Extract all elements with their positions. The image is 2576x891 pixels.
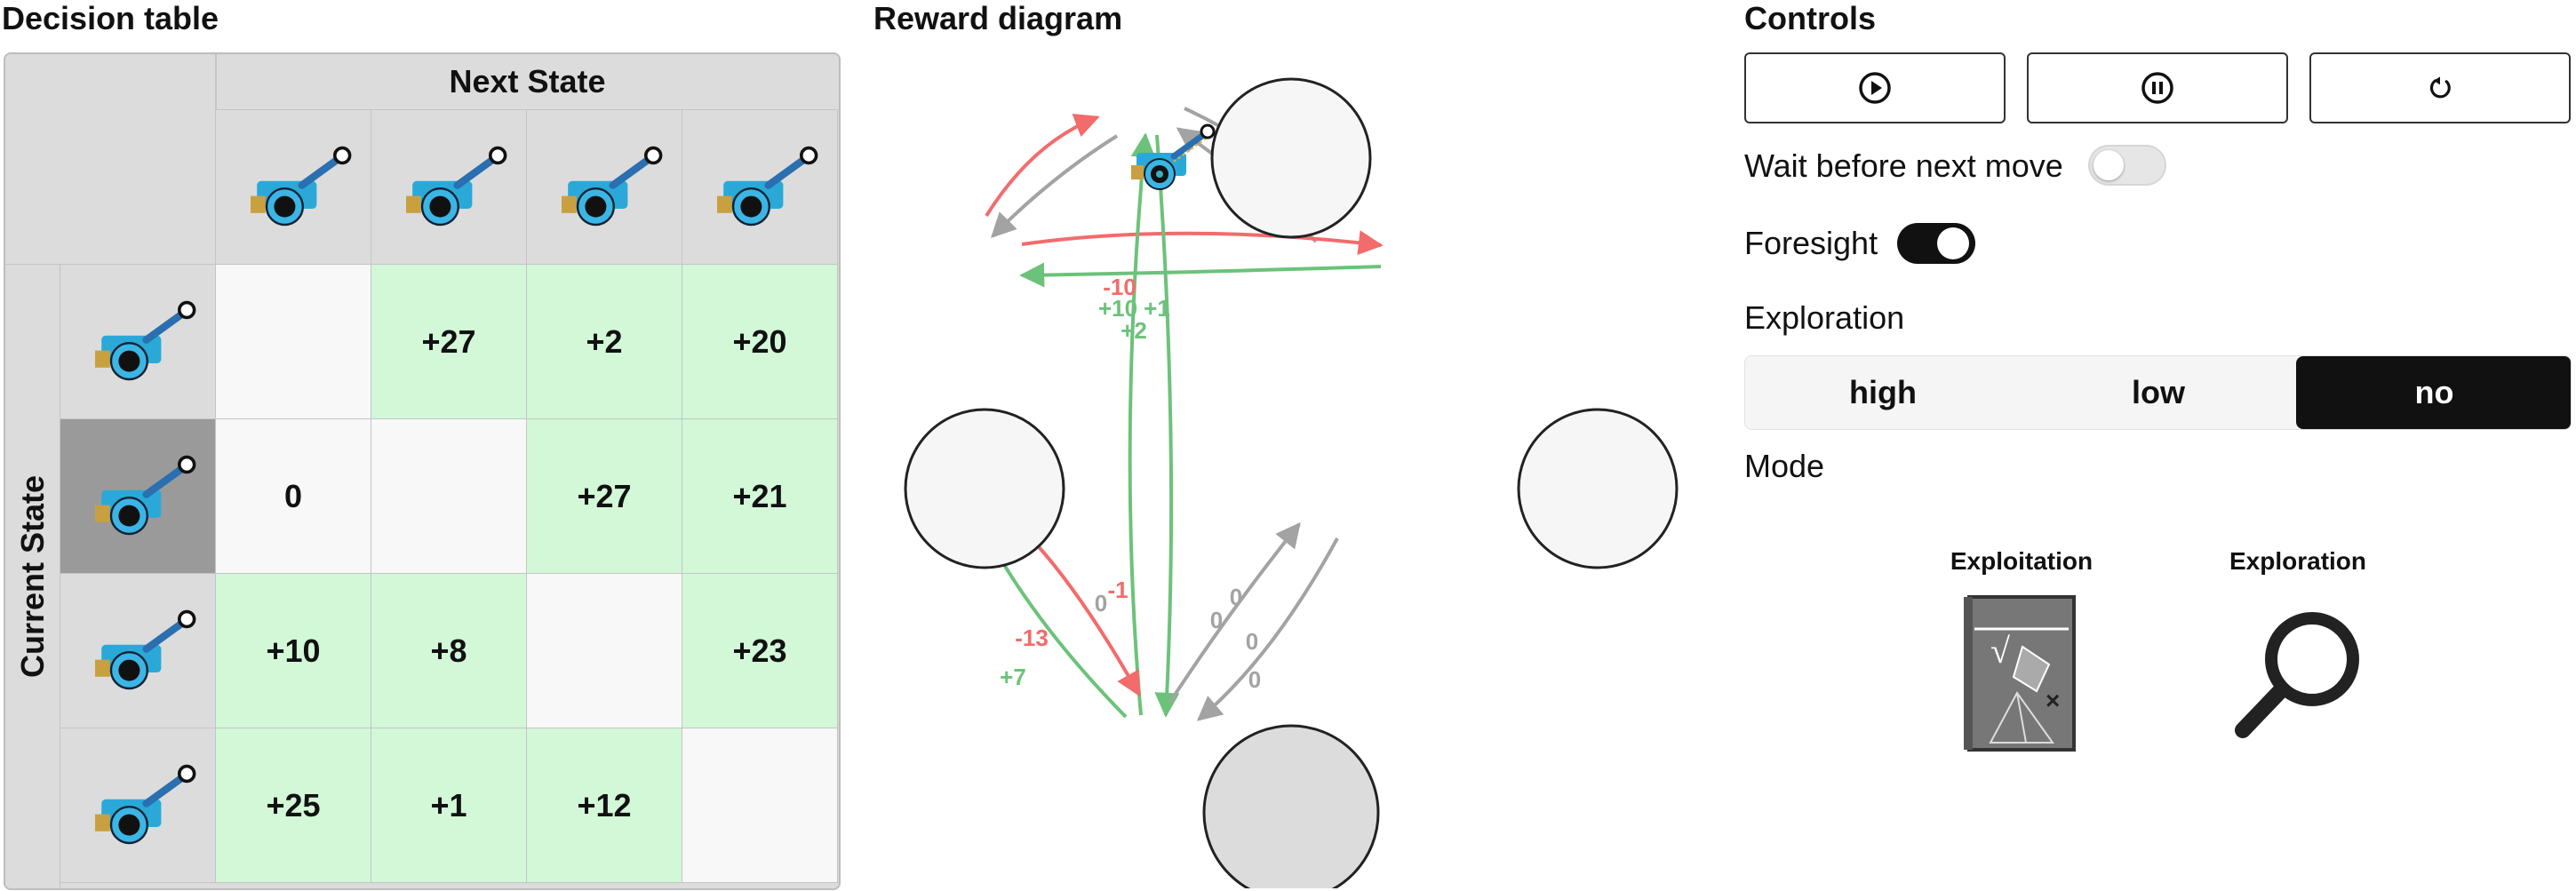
svg-text:√: √ (1990, 631, 2010, 671)
label-top-right-b: 0 (1210, 607, 1223, 633)
reward-cell: +12 (527, 728, 682, 883)
reward-cell: +1 (371, 728, 527, 883)
label-top-bottom-b: +1 (1144, 295, 1170, 322)
current-state-header: Current State (5, 265, 60, 888)
mode-exploitation-caption: Exploitation (1950, 547, 2093, 575)
label-top-left-b: 0 (1095, 590, 1107, 617)
wait-label: Wait before next move (1744, 147, 2063, 184)
foresight-label: Foresight (1744, 225, 1878, 261)
reward-cell: +25 (216, 728, 371, 883)
controls-title: Controls (1744, 0, 1876, 36)
play-button[interactable] (1744, 52, 2006, 123)
svg-text:×: × (2046, 687, 2060, 714)
label-left-right-a: -10 (1103, 274, 1136, 300)
edge-bottom-to-right (1168, 521, 1301, 704)
reward-cell: +2 (527, 265, 682, 419)
edge-top-to-bottom (1154, 134, 1180, 718)
next-state-image-4 (682, 110, 838, 265)
exploration-label: Exploration (1744, 299, 1905, 336)
label-bottom-right-b: 0 (1248, 666, 1261, 693)
edge-left-to-top (985, 113, 1100, 218)
edge-right-to-left (1019, 262, 1382, 288)
corner-cell (5, 54, 216, 265)
current-state-image-3 (60, 574, 216, 728)
pause-button[interactable] (2027, 52, 2288, 123)
edge-left-to-right (1021, 230, 1384, 256)
exploitation-book-icon: √ × (1964, 595, 2076, 752)
mode-label: Mode (1744, 448, 1825, 484)
foresight-toggle-knob (1937, 227, 1969, 259)
label-bottom-right-a: 0 (1246, 628, 1258, 655)
reset-icon (2429, 76, 2451, 99)
pause-icon (2141, 72, 2173, 104)
exploration-option-high[interactable]: high (1849, 374, 1917, 410)
reward-cell: +23 (682, 574, 838, 728)
label-left-bottom-a: -13 (1015, 624, 1049, 651)
reward-cell (371, 419, 527, 574)
current-state-image-1 (60, 265, 216, 419)
label-top-left-a: -1 (1107, 577, 1128, 603)
foresight-toggle[interactable] (1897, 223, 1975, 264)
current-state-image-4 (60, 728, 216, 883)
reward-diagram-title: Reward diagram (873, 0, 1123, 36)
state-node-bottom (1202, 724, 1380, 888)
edge-right-to-bottom (1196, 537, 1339, 721)
reward-cell (682, 728, 838, 883)
mode-exploration-caption: Exploration (2229, 547, 2366, 575)
reward-cell: +8 (371, 574, 527, 728)
reward-cell: +10 (216, 574, 371, 728)
state-node-right (1517, 408, 1679, 569)
decision-table-title: Decision table (2, 0, 219, 36)
current-state-image-2 (60, 419, 216, 574)
reward-cell: +27 (527, 419, 682, 574)
reward-cell: +21 (682, 419, 838, 574)
reward-cell: 0 (216, 419, 371, 574)
next-state-image-1 (216, 110, 371, 265)
play-icon (1859, 72, 1891, 104)
wait-toggle[interactable] (2088, 145, 2166, 186)
exploration-selector: high low no (1744, 355, 2572, 430)
label-left-right-b: +2 (1121, 317, 1147, 344)
reward-cell: +27 (371, 265, 527, 419)
next-state-header: Next State (216, 54, 838, 110)
label-left-bottom-b: +7 (1000, 664, 1026, 690)
label-top-bottom-a: +10 (1098, 295, 1137, 322)
exploration-magnifier-icon (2235, 612, 2359, 738)
state-node-left (904, 408, 1065, 569)
edge-bottom-to-top (1128, 132, 1156, 716)
exploration-option-no[interactable]: no (2296, 356, 2571, 429)
edge-top-to-left (991, 134, 1119, 238)
reward-cell: +20 (682, 265, 838, 419)
exploration-option-low[interactable]: low (2132, 374, 2185, 410)
reward-cell (216, 265, 371, 419)
label-top-right-a: 0 (1230, 584, 1242, 610)
reward-cell (527, 574, 682, 728)
reward-diagram: -10 +10 +1 +2 -1 0 0 0 -13 +7 0 0 (904, 77, 1679, 888)
reset-button[interactable] (2309, 52, 2571, 123)
next-state-image-2 (371, 110, 527, 265)
state-node-top (1131, 77, 1372, 239)
wait-toggle-knob (2093, 150, 2124, 180)
next-state-image-3 (527, 110, 682, 265)
